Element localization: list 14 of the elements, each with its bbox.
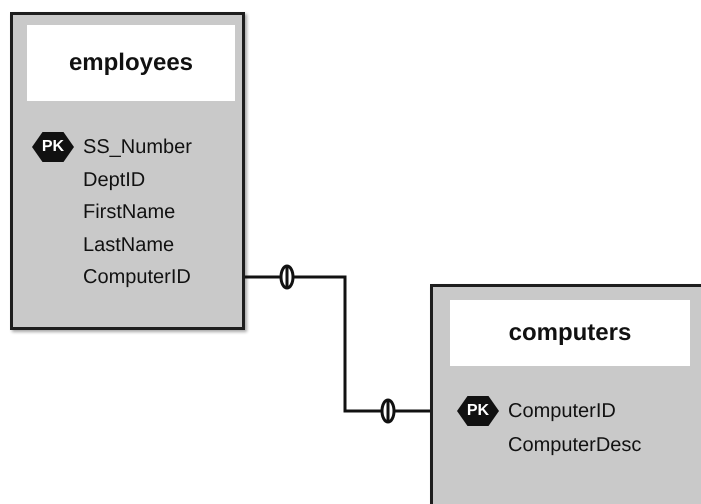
field-name: ComputerID — [508, 399, 616, 423]
table-title: computers — [450, 300, 690, 366]
primary-key-badge: PK — [457, 396, 499, 426]
field-name: DeptID — [83, 168, 146, 192]
field-name: SS_Number — [83, 135, 192, 159]
entity-table — [10, 12, 245, 330]
field-name: ComputerDesc — [508, 433, 642, 457]
entity-table — [430, 284, 701, 504]
primary-key-badge: PK — [32, 132, 74, 162]
relationship-line — [245, 264, 430, 424]
field-name: ComputerID — [83, 265, 191, 289]
field-name: LastName — [83, 232, 174, 256]
field-name: FirstName — [83, 200, 176, 224]
table-title: employees — [27, 25, 235, 101]
